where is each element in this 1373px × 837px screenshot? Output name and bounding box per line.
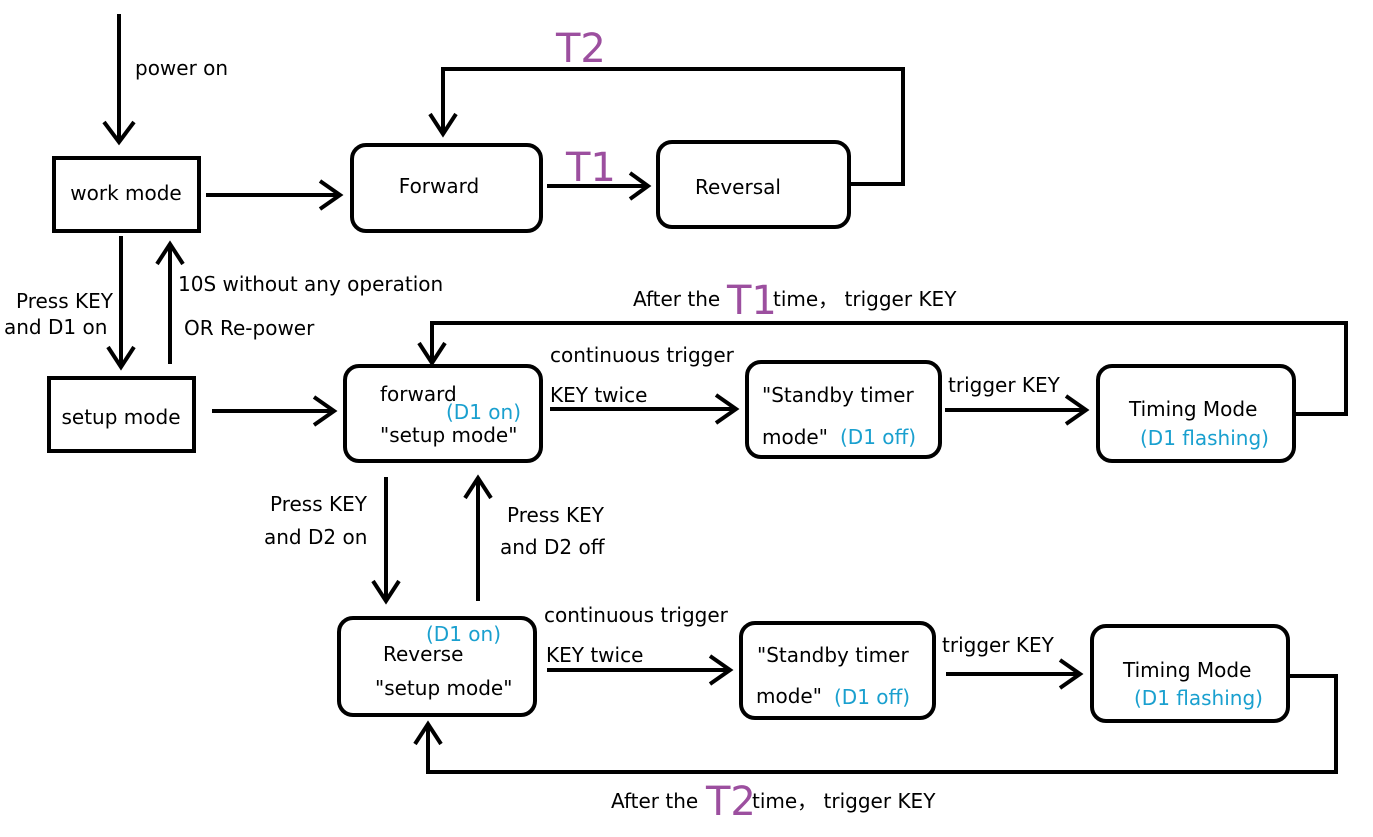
- press-key-d1-on-line1: Press KEY: [16, 289, 114, 313]
- standby-timer-box-2: [739, 621, 936, 720]
- press-key-d2-off-line1: Press KEY: [507, 503, 605, 527]
- t1-top-label: T1: [565, 145, 616, 191]
- arrowhead-setup-to-forward-setup: [312, 395, 338, 427]
- press-key-d2-on-line2: and D2 on: [264, 525, 367, 549]
- trigger-key-2-label: trigger KEY: [942, 633, 1055, 657]
- setup-mode-label: setup mode: [61, 405, 180, 429]
- reversal-label: Reversal: [695, 175, 781, 199]
- timing-mode-box-1: [1096, 364, 1296, 463]
- arrowhead-forward-to-reversal: [628, 171, 652, 201]
- arrowhead-forward-setup-to-standby1: [714, 393, 740, 425]
- standby-timer-2-label-line1: "Standby timer: [757, 643, 909, 667]
- no-operation-line1: 10S without any operation: [178, 272, 443, 296]
- reverse-setup-box: [337, 616, 537, 717]
- standby-timer-2-status: (D1 off): [834, 685, 910, 709]
- after-t1-big: T1: [726, 278, 777, 324]
- arrowhead-timing1-to-forward-setup-loop: [417, 341, 447, 367]
- work-mode-box: [52, 156, 201, 233]
- standby-timer-1-label-line2: mode": [762, 425, 828, 449]
- reversal-box: [656, 140, 851, 229]
- timing-mode-box-2: [1090, 624, 1290, 723]
- trigger-key-1-label: trigger KEY: [948, 373, 1061, 397]
- press-key-d2-on-line1: Press KEY: [270, 492, 368, 516]
- continuous-trigger-2-line1: continuous trigger: [544, 603, 729, 627]
- timing-mode-1-label: Timing Mode: [1128, 397, 1257, 421]
- continuous-trigger-2-line2: KEY twice: [546, 643, 643, 667]
- reverse-setup-label-line2: "setup mode": [375, 676, 512, 700]
- after-t2-suffix: time， trigger KEY: [752, 789, 936, 813]
- continuous-trigger-1-line2: KEY twice: [550, 383, 647, 407]
- standby-timer-1-label-line1: "Standby timer: [762, 383, 914, 407]
- reverse-setup-label-line1: Reverse: [383, 642, 463, 666]
- timing-mode-2-label: Timing Mode: [1122, 658, 1251, 682]
- work-mode-label: work mode: [70, 181, 181, 205]
- forward-label: Forward: [399, 174, 479, 198]
- arrowhead-power-on: [102, 120, 136, 146]
- forward-setup-label-line2: "setup mode": [380, 423, 517, 447]
- no-operation-line2: OR Re-power: [184, 316, 315, 340]
- arrow-timing1-to-forward-setup-loop: [430, 321, 1348, 416]
- press-key-d1-on-line2: and D1 on: [4, 315, 107, 339]
- arrowhead-work-to-setup: [106, 345, 136, 371]
- arrowhead-work-to-forward: [318, 179, 344, 211]
- power-on-label: power on: [135, 56, 228, 80]
- arrowhead-reverse-setup-to-forward-setup: [463, 474, 493, 500]
- press-key-d2-off-line2: and D2 off: [500, 535, 606, 559]
- timing-mode-1-status: (D1 flashing): [1140, 426, 1269, 450]
- arrow-timing2-to-reverse-setup-loop: [426, 674, 1338, 774]
- after-t1-prefix: After the: [633, 287, 720, 311]
- forward-box: [350, 143, 543, 233]
- after-t2-big: T2: [705, 779, 756, 825]
- arrowhead-reverse-setup-to-standby2: [708, 654, 734, 686]
- arrowhead-timing2-to-reverse-setup-loop: [413, 720, 443, 746]
- continuous-trigger-1-line1: continuous trigger: [550, 343, 735, 367]
- standby-timer-box-1: [745, 360, 942, 459]
- reverse-setup-status: (D1 on): [426, 622, 501, 646]
- arrow-reversal-to-forward-loop: [441, 67, 905, 186]
- forward-setup-status: (D1 on): [446, 400, 521, 424]
- forward-setup-label-line1: forward: [380, 382, 457, 406]
- arrowhead-standby1-to-timing1: [1064, 394, 1090, 426]
- arrowhead-standby2-to-timing2: [1058, 658, 1084, 690]
- standby-timer-1-status: (D1 off): [840, 425, 916, 449]
- after-t1-suffix: time， trigger KEY: [773, 287, 957, 311]
- arrowhead-setup-to-work: [155, 240, 185, 266]
- setup-mode-box: [47, 376, 196, 453]
- timing-mode-2-status: (D1 flashing): [1134, 686, 1263, 710]
- arrowhead-forward-setup-to-reverse-setup: [371, 579, 401, 605]
- t2-top-label: T2: [555, 26, 606, 72]
- arrowhead-reversal-to-forward-loop: [428, 112, 458, 138]
- standby-timer-2-label-line2: mode": [756, 684, 822, 708]
- after-t2-prefix: After the: [611, 789, 698, 813]
- forward-setup-box: [343, 364, 543, 463]
